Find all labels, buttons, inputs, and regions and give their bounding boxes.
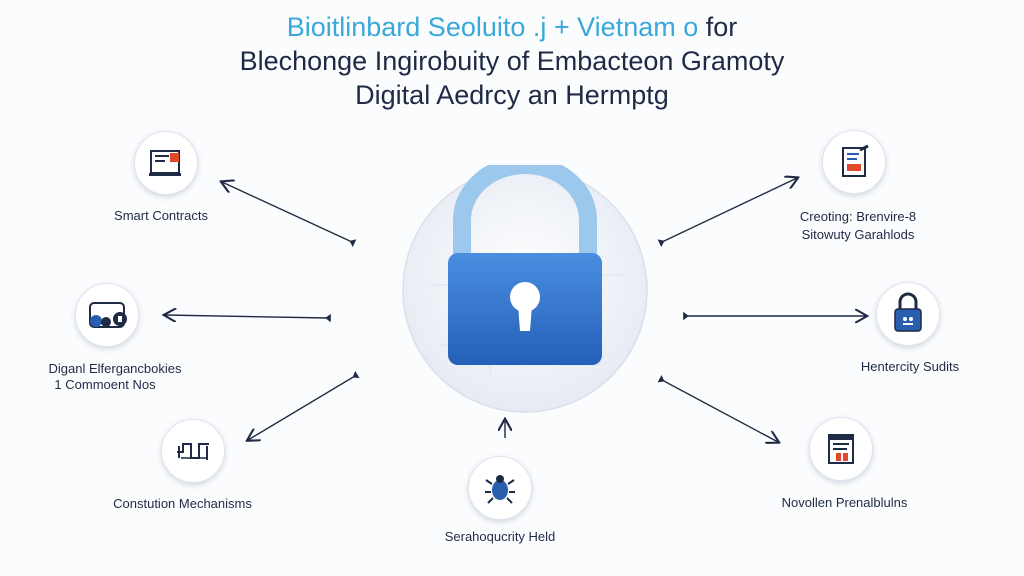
node-digital bbox=[75, 283, 139, 347]
node-constitution bbox=[161, 419, 225, 483]
label-digital-line-2: 1 Commoent Nos bbox=[54, 377, 156, 392]
arrow-to-smart-contracts bbox=[222, 182, 352, 242]
page-title-line-1: Bioitlinbard Seoluito .j + Vietnam o for bbox=[0, 12, 1024, 43]
document-pen-icon bbox=[842, 144, 869, 177]
calendar-document-icon bbox=[828, 434, 854, 464]
label-bottom-center: Serahoqucrity Held bbox=[444, 529, 556, 544]
node-smart-contracts bbox=[134, 131, 198, 195]
label-constitution: Constution Mechanisms bbox=[113, 496, 252, 511]
label-digital-line-1: Diganl Elfergancbokies bbox=[48, 361, 182, 376]
label-smart-contracts: Smart Contracts bbox=[114, 208, 208, 223]
padlock-icon bbox=[448, 165, 602, 365]
node-hentercity bbox=[876, 282, 940, 346]
label-hentercity: Hentercity Sudits bbox=[860, 359, 960, 374]
circuit-icon bbox=[177, 443, 209, 460]
people-lock-icon bbox=[89, 302, 127, 328]
page-title-line-3: Digital Aedrcy an Hermptg bbox=[355, 80, 669, 110]
page-title-line-2: Blechonge Ingirobuity of Embacteon Gramo… bbox=[239, 46, 785, 76]
node-bottom-center bbox=[468, 456, 532, 520]
document-monitor-icon bbox=[149, 150, 181, 176]
label-novollen: Novollen Prenalblulns bbox=[781, 495, 908, 510]
label-creating-line-2: Sitowuty Garahlods bbox=[801, 227, 915, 242]
arrow-to-novollen bbox=[662, 380, 778, 442]
node-novollen bbox=[809, 417, 873, 481]
title-accent-text: Bioitlinbard Seoluito .j + Vietnam o bbox=[286, 12, 699, 42]
node-creating bbox=[822, 130, 886, 194]
arrow-to-creating bbox=[662, 178, 797, 242]
bug-icon bbox=[485, 475, 515, 504]
arrow-to-constitution bbox=[248, 376, 355, 440]
arrow-to-digital bbox=[165, 315, 328, 318]
label-creating-line-1: Creoting: Brenvire-8 bbox=[799, 209, 917, 224]
title-dark-text: for bbox=[705, 12, 738, 42]
padlock-shield-icon bbox=[894, 292, 922, 332]
central-padlock-hub bbox=[402, 165, 648, 413]
